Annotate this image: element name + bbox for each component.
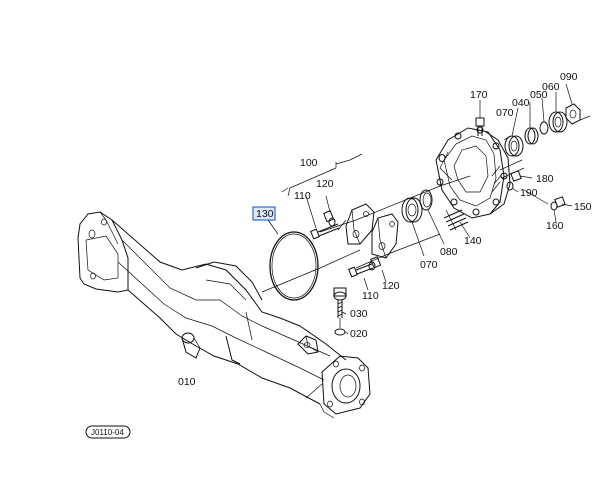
callout-190[interactable]: 190 bbox=[520, 187, 538, 199]
bearing-holder-upper[interactable] bbox=[345, 203, 375, 245]
bolt-upper[interactable] bbox=[310, 223, 340, 240]
callout-040[interactable]: 040 bbox=[512, 97, 530, 109]
drawing-reference: J0110-04 bbox=[85, 425, 131, 439]
callout-130[interactable]: 130 bbox=[256, 208, 274, 220]
callout-120-top[interactable]: 120 bbox=[316, 178, 334, 190]
bearing-holder-lower[interactable] bbox=[371, 213, 399, 259]
washer-nut-upper[interactable] bbox=[323, 210, 336, 227]
nut-180[interactable] bbox=[510, 170, 522, 182]
axle-hub-case[interactable] bbox=[435, 126, 525, 219]
callout-070-bottom[interactable]: 070 bbox=[420, 259, 438, 271]
callout-110-bottom[interactable]: 110 bbox=[362, 290, 379, 302]
bearing-060[interactable] bbox=[548, 111, 568, 133]
callout-110-top[interactable]: 110 bbox=[294, 190, 311, 202]
axle-housing[interactable] bbox=[77, 211, 371, 419]
callout-080[interactable]: 080 bbox=[440, 246, 458, 258]
nut-150[interactable] bbox=[554, 196, 566, 208]
collar-040[interactable] bbox=[524, 127, 539, 145]
callout-160[interactable]: 160 bbox=[546, 220, 564, 232]
stud-bolts[interactable] bbox=[443, 209, 469, 231]
nut-090[interactable] bbox=[565, 103, 581, 125]
plug-o-ring[interactable] bbox=[334, 328, 346, 336]
callout-050[interactable]: 050 bbox=[530, 89, 548, 101]
callout-140[interactable]: 140 bbox=[464, 235, 482, 247]
callout-070-top[interactable]: 070 bbox=[496, 107, 514, 119]
bearing-lower[interactable] bbox=[401, 197, 423, 223]
callout-150[interactable]: 150 bbox=[574, 201, 592, 213]
callout-180[interactable]: 180 bbox=[536, 173, 554, 185]
callout-090[interactable]: 090 bbox=[560, 71, 578, 83]
callout-020[interactable]: 020 bbox=[350, 328, 368, 340]
callout-170[interactable]: 170 bbox=[470, 89, 488, 101]
callout-120-bottom[interactable]: 120 bbox=[382, 280, 400, 292]
ring-050[interactable] bbox=[539, 121, 549, 135]
callout-130-highlight[interactable]: 130 bbox=[252, 206, 276, 221]
washer-nut-lower[interactable] bbox=[368, 256, 382, 271]
drawing-ref-label: J0110-04 bbox=[91, 428, 124, 437]
bearing-070-top[interactable] bbox=[504, 135, 524, 157]
drain-plug[interactable] bbox=[333, 287, 347, 318]
callout-010[interactable]: 010 bbox=[178, 376, 196, 388]
washer-190[interactable] bbox=[506, 181, 514, 191]
o-ring[interactable] bbox=[269, 231, 319, 301]
oil-seal[interactable] bbox=[419, 189, 433, 211]
callout-060[interactable]: 060 bbox=[542, 81, 560, 93]
callout-030[interactable]: 030 bbox=[350, 308, 368, 320]
callout-100[interactable]: 100 bbox=[300, 157, 318, 169]
washer-160[interactable] bbox=[550, 201, 558, 211]
